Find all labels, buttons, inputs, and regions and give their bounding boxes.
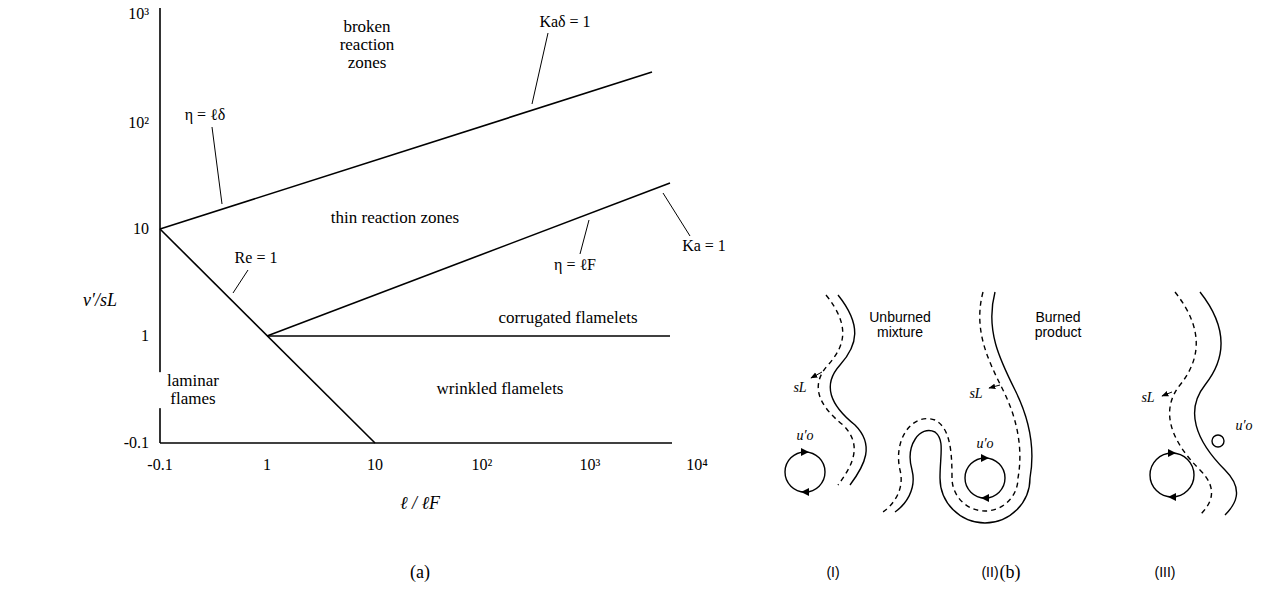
corrugated-boundary (267, 335, 670, 337)
line-label: η = ℓF (553, 257, 597, 274)
ka-line (267, 183, 670, 336)
leader-line (233, 270, 248, 293)
preheat-front (1170, 292, 1212, 515)
eddy-circle (1150, 453, 1194, 497)
regime-label: corrugated flamelets (497, 309, 638, 327)
speed-label: sL (1140, 391, 1155, 406)
regime-label: wrinkled flamelets (436, 380, 565, 398)
eddy-arrow (801, 448, 809, 456)
tick-label: 1 (262, 457, 272, 474)
ka-delta-line (160, 72, 652, 229)
line-label: Ka = 1 (681, 238, 727, 255)
speed-label: sL (792, 381, 807, 396)
tick-label: 10³ (579, 457, 602, 474)
regime-plot (160, 8, 690, 443)
sketch-one (785, 295, 866, 496)
sketch-label: (III) (1154, 565, 1177, 580)
preheat-front (818, 295, 854, 485)
tick-label: -0.1 (146, 457, 173, 474)
speed-label: sL (968, 387, 983, 402)
region-label: Unburned mixture (858, 310, 942, 339)
line-label: η = ℓδ (184, 107, 227, 124)
sketch-label: (II) (980, 565, 999, 580)
leader-line (212, 127, 222, 204)
leader-line (532, 33, 548, 104)
velocity-label: u′o (1234, 419, 1253, 434)
eddy-arrow (981, 494, 989, 502)
sketch-label: (I) (825, 565, 840, 580)
velocity-label: u′o (795, 429, 814, 444)
tick-label: 10 (366, 457, 384, 474)
sketch-three (1150, 292, 1237, 515)
eddy-arrow (981, 454, 989, 462)
tick-label: 10² (127, 115, 150, 132)
eddy-arrow (801, 488, 809, 496)
speed-arrow (1162, 392, 1172, 396)
regime-label: thin reaction zones (330, 209, 460, 227)
eddy-circle (785, 452, 825, 492)
regime-label: laminar flames (155, 372, 232, 408)
panel-label: (a) (409, 563, 431, 582)
tick-label: -0.1 (123, 435, 150, 452)
flame-front (1195, 292, 1237, 515)
line-label: Re = 1 (234, 250, 279, 267)
eddy-circle (965, 458, 1005, 498)
speed-arrow (811, 372, 822, 378)
leader-line (663, 193, 690, 236)
eddy-arrow (1168, 449, 1176, 457)
tick-label: 10² (471, 457, 494, 474)
regime-label: broken reaction zones (321, 18, 413, 72)
panel-label: (b) (999, 563, 1022, 582)
leader-line (580, 220, 589, 254)
x-axis (160, 442, 672, 444)
tick-label: 10 (132, 221, 150, 238)
small-eddy (1212, 435, 1224, 447)
line-label: Kaδ = 1 (538, 14, 591, 31)
tick-label: 10³ (127, 6, 150, 23)
velocity-label: u′o (975, 437, 994, 452)
axis-label: ℓ / ℓF (399, 494, 441, 513)
eddy-arrow (1168, 493, 1176, 501)
tick-label: 1 (140, 328, 150, 345)
region-label: Burned product (1021, 310, 1095, 339)
tick-label: 10⁴ (685, 457, 709, 474)
speed-arrow (989, 385, 1000, 388)
axis-label: v′/sL (82, 291, 118, 310)
